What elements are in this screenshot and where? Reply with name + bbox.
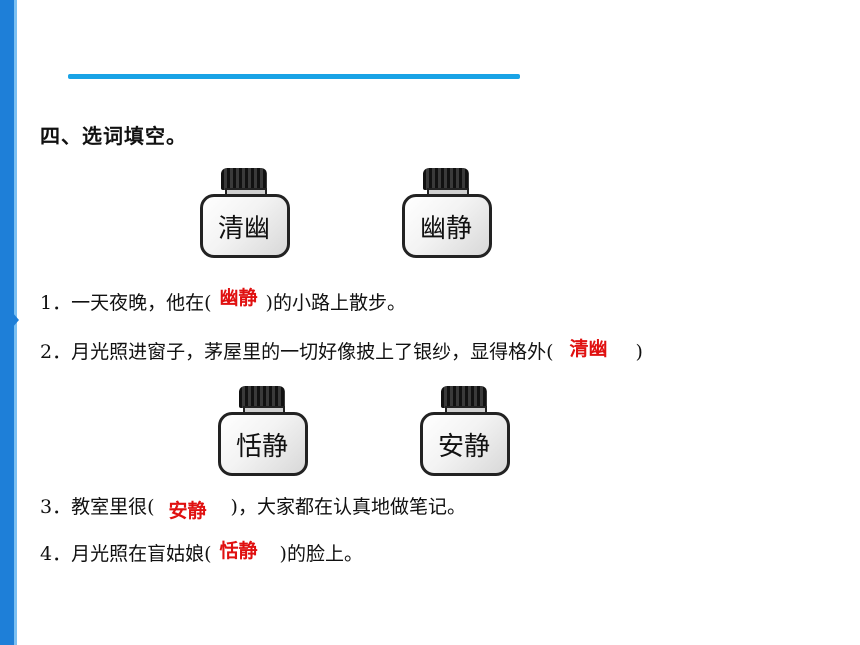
item-number: 1． — [40, 292, 72, 314]
item-text-before: 月光照在盲姑娘( — [71, 543, 212, 565]
jar-cap — [239, 386, 285, 408]
jar-body — [402, 194, 492, 258]
jar-neck — [243, 406, 285, 416]
item-text-after: )，大家都在认真地做笔记。 — [230, 496, 466, 518]
word-jar-1: 清幽 — [198, 168, 290, 258]
top-divider-line — [68, 74, 520, 79]
item-number: 3． — [40, 496, 72, 518]
item-text-before: 教室里很( — [71, 496, 155, 518]
item-answer: 清幽 — [569, 338, 608, 360]
item-text-before: 月光照进窗子，茅屋里的一切好像披上了银纱，显得格外( — [71, 341, 554, 363]
jar-body — [420, 412, 510, 476]
jar-neck — [445, 406, 487, 416]
left-accent-bar — [0, 0, 14, 645]
left-notch-arrow — [12, 312, 19, 328]
jar-body — [200, 194, 290, 258]
item-answer: 安静 — [168, 500, 207, 522]
item-answer: 恬静 — [219, 540, 258, 562]
jar-word: 安静 — [437, 432, 490, 462]
item-number: 2． — [40, 341, 72, 363]
section-title: 四、选词填空。 — [40, 124, 187, 148]
word-jar-2: 幽静 — [400, 168, 492, 258]
jar-word: 幽静 — [419, 214, 472, 244]
item-text-after: ) — [635, 341, 643, 363]
jar-word: 清幽 — [217, 214, 270, 244]
item-text-after: )的脸上。 — [279, 543, 363, 565]
word-jar-3: 恬静 — [216, 386, 308, 476]
item-answer: 幽静 — [219, 287, 258, 309]
item-text-before: 一天夜晚，他在( — [71, 292, 212, 314]
item-1: 1．一天夜晚，他在( 幽静 )的小路上散步。 — [40, 287, 406, 315]
word-jar-4: 安静 — [418, 386, 510, 476]
item-4: 4．月光照在盲姑娘( 恬静 )的脸上。 — [40, 539, 363, 566]
jar-cap — [423, 168, 469, 190]
item-text-after: )的小路上散步。 — [265, 292, 406, 314]
jar-body — [218, 412, 308, 476]
jar-cap — [221, 168, 267, 190]
jar-word: 恬静 — [235, 432, 288, 462]
jar-cap — [441, 386, 487, 408]
item-3: 3．教室里很( 安静 )，大家都在认真地做笔记。 — [40, 492, 466, 522]
jar-neck — [225, 188, 267, 198]
item-number: 4． — [40, 543, 72, 565]
item-2: 2．月光照进窗子，茅屋里的一切好像披上了银纱，显得格外( 清幽) — [40, 337, 643, 364]
jar-neck — [427, 188, 469, 198]
